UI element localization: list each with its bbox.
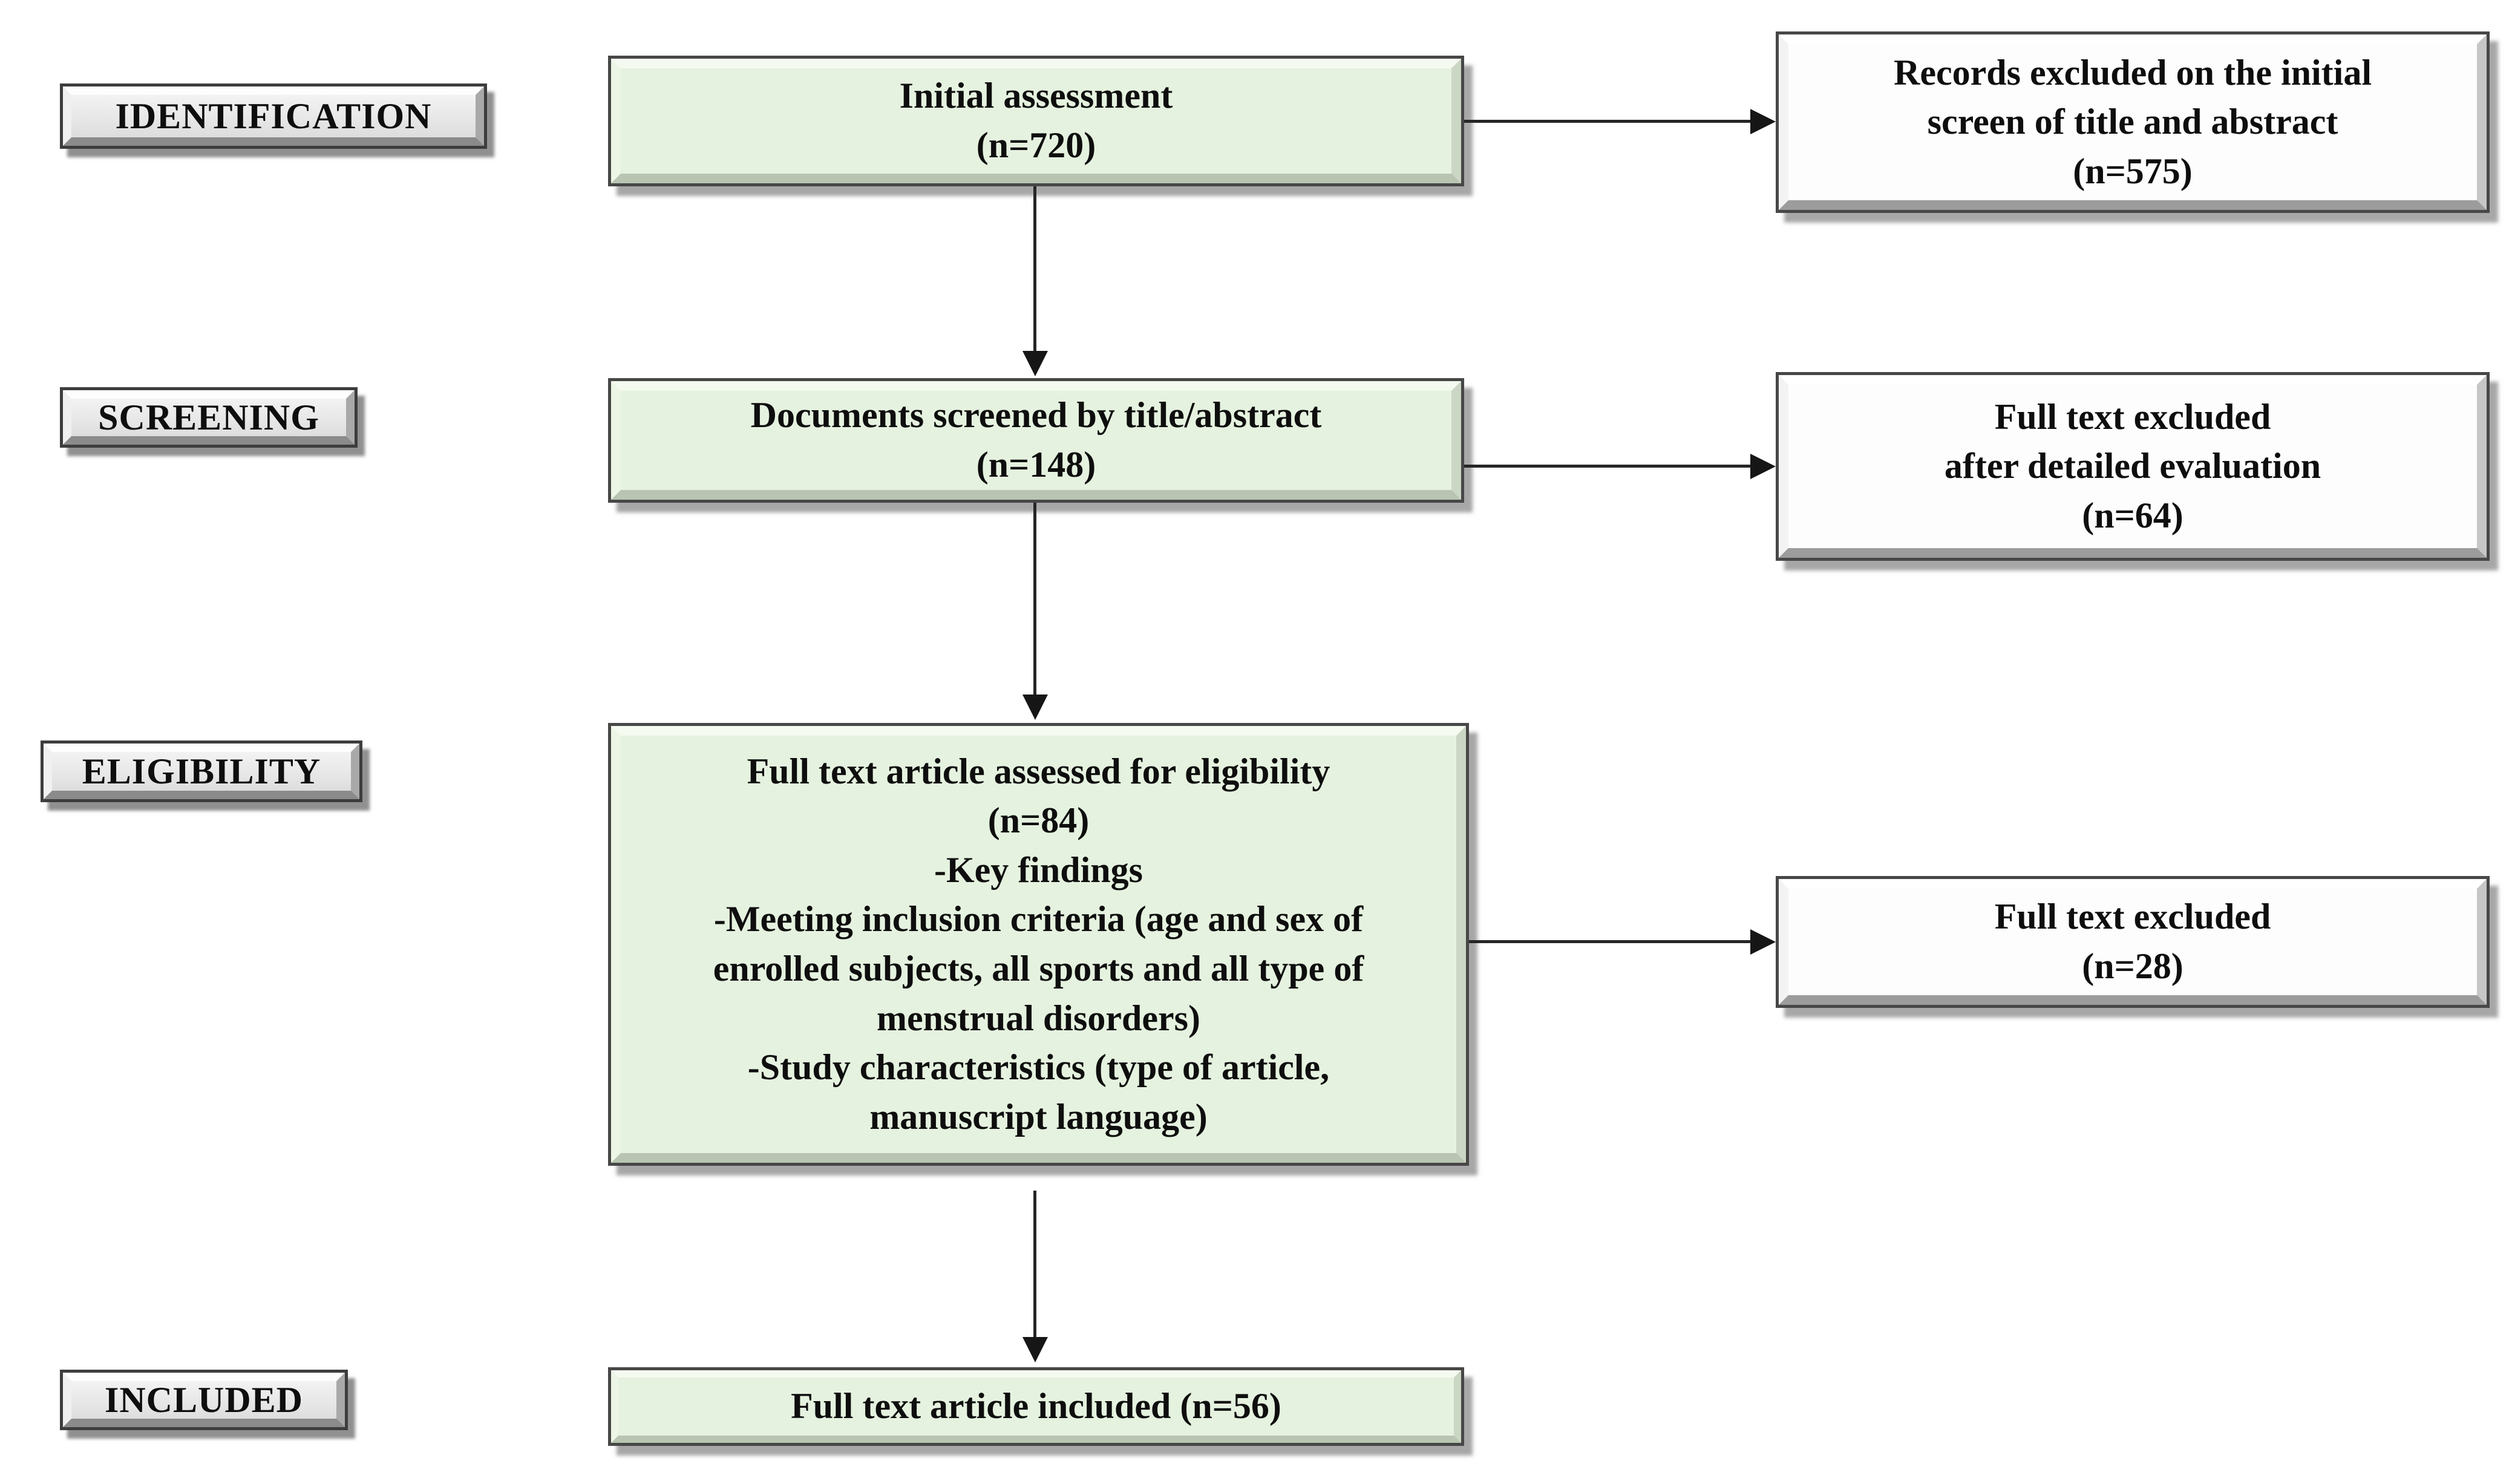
stage-label-identification: IDENTIFICATION xyxy=(60,83,487,149)
stage-label-text: INCLUDED xyxy=(104,1380,304,1420)
side-box-fulltext-excluded: Full text excluded (n=28) xyxy=(1776,876,2490,1008)
stage-label-text: SCREENING xyxy=(98,397,319,437)
flow-box-text: Full text article assessed for eligibili… xyxy=(713,751,1364,1137)
flow-box-documents-screened: Documents screened by title/abstract (n=… xyxy=(608,378,1464,503)
flow-box-text: Documents screened by title/abstract (n=… xyxy=(750,395,1322,485)
side-box-text: Full text excluded after detailed evalua… xyxy=(1944,396,2321,535)
stage-label-text: ELIGIBILITY xyxy=(82,751,321,791)
stage-label-screening: SCREENING xyxy=(60,387,358,448)
arrow-line xyxy=(1033,1191,1036,1339)
flow-box-text: Full text article included (n=56) xyxy=(791,1386,1281,1427)
flow-box-initial-assessment: Initial assessment (n=720) xyxy=(608,56,1464,186)
side-box-text: Full text excluded (n=28) xyxy=(1994,897,2271,986)
arrow-head-right-icon xyxy=(1750,109,1776,134)
arrow-line xyxy=(1464,120,1752,123)
arrow-line xyxy=(1469,940,1752,943)
flow-box-text: Initial assessment (n=720) xyxy=(899,76,1173,165)
arrow-line xyxy=(1033,503,1036,696)
arrow-head-down-icon xyxy=(1022,351,1048,376)
arrow-head-down-icon xyxy=(1022,695,1048,720)
stage-label-text: IDENTIFICATION xyxy=(115,96,432,136)
arrow-head-down-icon xyxy=(1022,1337,1048,1362)
side-box-records-excluded-initial: Records excluded on the initial screen o… xyxy=(1776,31,2490,213)
arrow-line xyxy=(1033,186,1036,353)
arrow-line xyxy=(1464,465,1752,468)
stage-label-eligibility: ELIGIBILITY xyxy=(41,740,362,802)
flow-box-fulltext-assessed: Full text article assessed for eligibili… xyxy=(608,723,1469,1166)
arrow-head-right-icon xyxy=(1750,929,1776,955)
stage-label-included: INCLUDED xyxy=(60,1370,348,1430)
side-box-fulltext-excluded-evaluation: Full text excluded after detailed evalua… xyxy=(1776,372,2490,561)
arrow-head-right-icon xyxy=(1750,454,1776,479)
flow-box-fulltext-included: Full text article included (n=56) xyxy=(608,1367,1464,1446)
side-box-text: Records excluded on the initial screen o… xyxy=(1894,52,2372,191)
